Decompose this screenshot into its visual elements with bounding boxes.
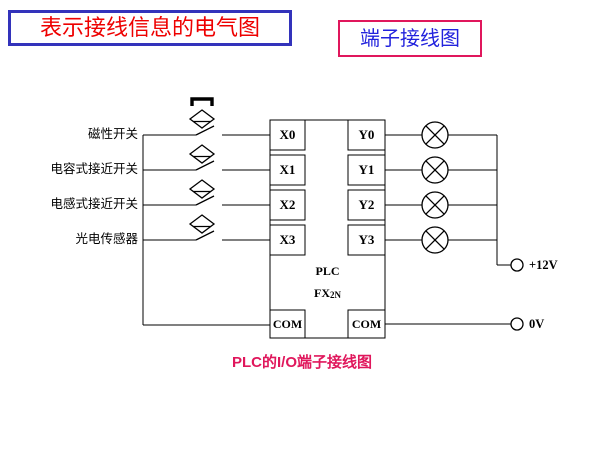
lamp-icon-3 [421, 191, 449, 219]
contact-arm [195, 160, 215, 171]
sensor-symbol-inductive-proximity [188, 179, 216, 206]
diamond-body [188, 179, 216, 199]
terminal-label-x0: X0 [279, 127, 296, 142]
plc-input-terminal-boxes [269, 119, 306, 339]
terminal-label-com-left: COM [272, 317, 303, 331]
terminal-box-x3 [269, 224, 306, 256]
lamp-icon-4 [421, 226, 449, 254]
main-title-box: 表示接线信息的电气图 [8, 10, 292, 46]
main-title-text: 表示接线信息的电气图 [39, 15, 260, 40]
contact-arm [195, 195, 215, 206]
contact-arm [195, 230, 215, 241]
terminal-box-x2 [269, 189, 306, 221]
sub-title-box: 端子接线图 [338, 20, 482, 57]
diagram-caption: PLC的I/O端子接线图 [231, 354, 372, 371]
sensor-label-2: 电容式接近开关 [50, 162, 138, 176]
sensor-symbol-magnetic-reed-switch [188, 97, 216, 136]
terminal-box-x1 [269, 154, 306, 186]
terminal-label-y1: Y1 [358, 162, 375, 177]
terminal-label-x3: X3 [279, 232, 296, 247]
terminal-label-x1: X1 [279, 162, 296, 177]
plc-model-suffix: 2N [330, 290, 341, 300]
sensor-symbol-photoelectric [188, 214, 216, 241]
supply-terminals [510, 258, 524, 331]
terminal-label-y0: Y0 [358, 127, 375, 142]
magnet-bracket-icon [190, 97, 214, 106]
sub-title-text: 端子接线图 [360, 27, 460, 50]
terminal-box-y0 [347, 119, 386, 151]
diamond-body [188, 214, 216, 234]
contact-arm [195, 125, 215, 136]
terminal-box-com-right [347, 309, 386, 339]
terminal-node-ground [510, 317, 524, 331]
terminal-label-y2: Y2 [358, 197, 375, 212]
terminal-box-y1 [347, 154, 386, 186]
supply-label-positive: +12V [529, 258, 558, 272]
lamp-icon-1 [421, 121, 449, 149]
terminal-box-x0 [269, 119, 306, 151]
sensor-symbol-capacitive-proximity [188, 144, 216, 171]
plc-name-label: PLC [315, 264, 340, 278]
sensor-label-1: 磁性开关 [87, 127, 138, 141]
sensor-label-3: 电感式接近开关 [50, 197, 138, 211]
terminal-label-y3: Y3 [358, 232, 375, 247]
terminal-label-x2: X2 [279, 197, 296, 212]
lamp-icon-2 [421, 156, 449, 184]
terminal-node-positive [510, 258, 524, 272]
plc-model-label: FX2N [285, 286, 370, 300]
diamond-body [188, 109, 216, 129]
terminal-label-com-right: COM [351, 317, 382, 331]
diamond-body [188, 144, 216, 164]
lamp-symbols [421, 121, 449, 254]
sensor-label-4: 光电传感器 [75, 232, 138, 246]
terminal-box-com-left [269, 309, 306, 339]
plc-output-terminal-boxes [347, 119, 386, 339]
plc-model-prefix: FX [314, 286, 330, 300]
supply-label-ground: 0V [529, 317, 545, 331]
